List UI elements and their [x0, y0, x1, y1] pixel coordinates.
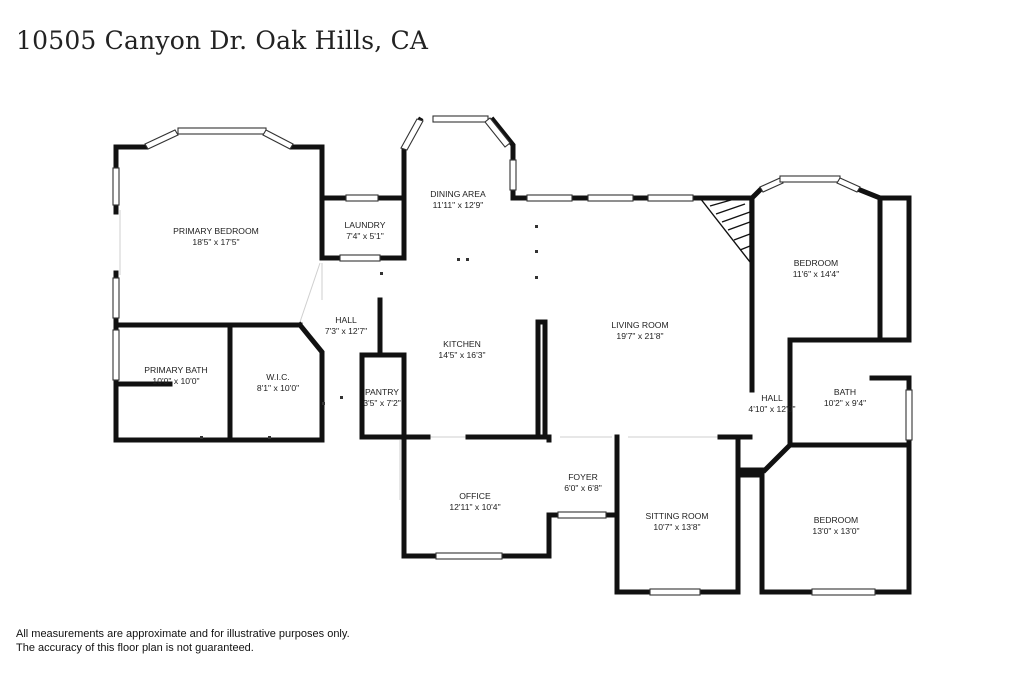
room-dims-wic: 8'1" x 10'0"	[257, 383, 299, 393]
room-name-hall-2: HALL	[761, 393, 783, 403]
room-name-bedroom-1: BEDROOM	[794, 258, 838, 268]
room-name-office: OFFICE	[459, 491, 491, 501]
room-dims-bath: 10'2" x 9'4"	[824, 398, 866, 408]
fireplace-hatch	[698, 197, 751, 265]
room-name-dining-area: DINING AREA	[430, 189, 486, 199]
room-name-pantry: PANTRY	[365, 387, 399, 397]
room-dims-dining-area: 11'11" x 12'9"	[433, 200, 484, 210]
room-name-living-room: LIVING ROOM	[611, 320, 668, 330]
room-name-primary-bedroom: PRIMARY BEDROOM	[173, 226, 259, 236]
room-name-hall-1: HALL	[335, 315, 357, 325]
walls	[113, 116, 912, 595]
room-dims-bedroom-1: 11'6" x 14'4"	[793, 269, 840, 279]
room-labels: PRIMARY BEDROOM 18'5" x 17'5" LAUNDRY 7'…	[144, 189, 866, 536]
room-name-primary-bath: PRIMARY BATH	[144, 365, 208, 375]
room-name-wic: W.I.C.	[266, 372, 289, 382]
room-dims-primary-bedroom: 18'5" x 17'5"	[192, 237, 239, 247]
room-dims-office: 12'11" x 10'4"	[449, 502, 500, 512]
room-dims-laundry: 7'4" x 5'1"	[346, 231, 384, 241]
room-dims-hall-1: 7'3" x 12'7"	[325, 326, 367, 336]
room-dims-sitting-room: 10'7" x 13'8"	[653, 522, 700, 532]
room-dims-pantry: 3'5" x 7'2"	[363, 398, 401, 408]
room-name-sitting-room: SITTING ROOM	[645, 511, 708, 521]
room-name-laundry: LAUNDRY	[345, 220, 386, 230]
room-dims-living-room: 19'7" x 21'8"	[616, 331, 663, 341]
room-name-foyer: FOYER	[568, 472, 598, 482]
room-dims-kitchen: 14'5" x 16'3"	[438, 350, 485, 360]
room-name-bedroom-2: BEDROOM	[814, 515, 858, 525]
disclaimer-line-2: The accuracy of this floor plan is not g…	[16, 642, 254, 654]
room-dims-primary-bath: 10'0" x 10'0"	[152, 376, 199, 386]
windows	[112, 115, 913, 596]
room-dims-hall-2: 4'10" x 12'0"	[748, 404, 795, 414]
room-name-bath: BATH	[834, 387, 856, 397]
disclaimer-line-1: All measurements are approximate and for…	[16, 628, 350, 640]
fixture-dots	[200, 225, 538, 439]
room-dims-foyer: 6'0" x 6'8"	[564, 483, 602, 493]
room-dims-bedroom-2: 13'0" x 13'0"	[812, 526, 859, 536]
page-title: 10505 Canyon Dr. Oak Hills, CA	[16, 26, 429, 55]
room-name-kitchen: KITCHEN	[443, 339, 481, 349]
